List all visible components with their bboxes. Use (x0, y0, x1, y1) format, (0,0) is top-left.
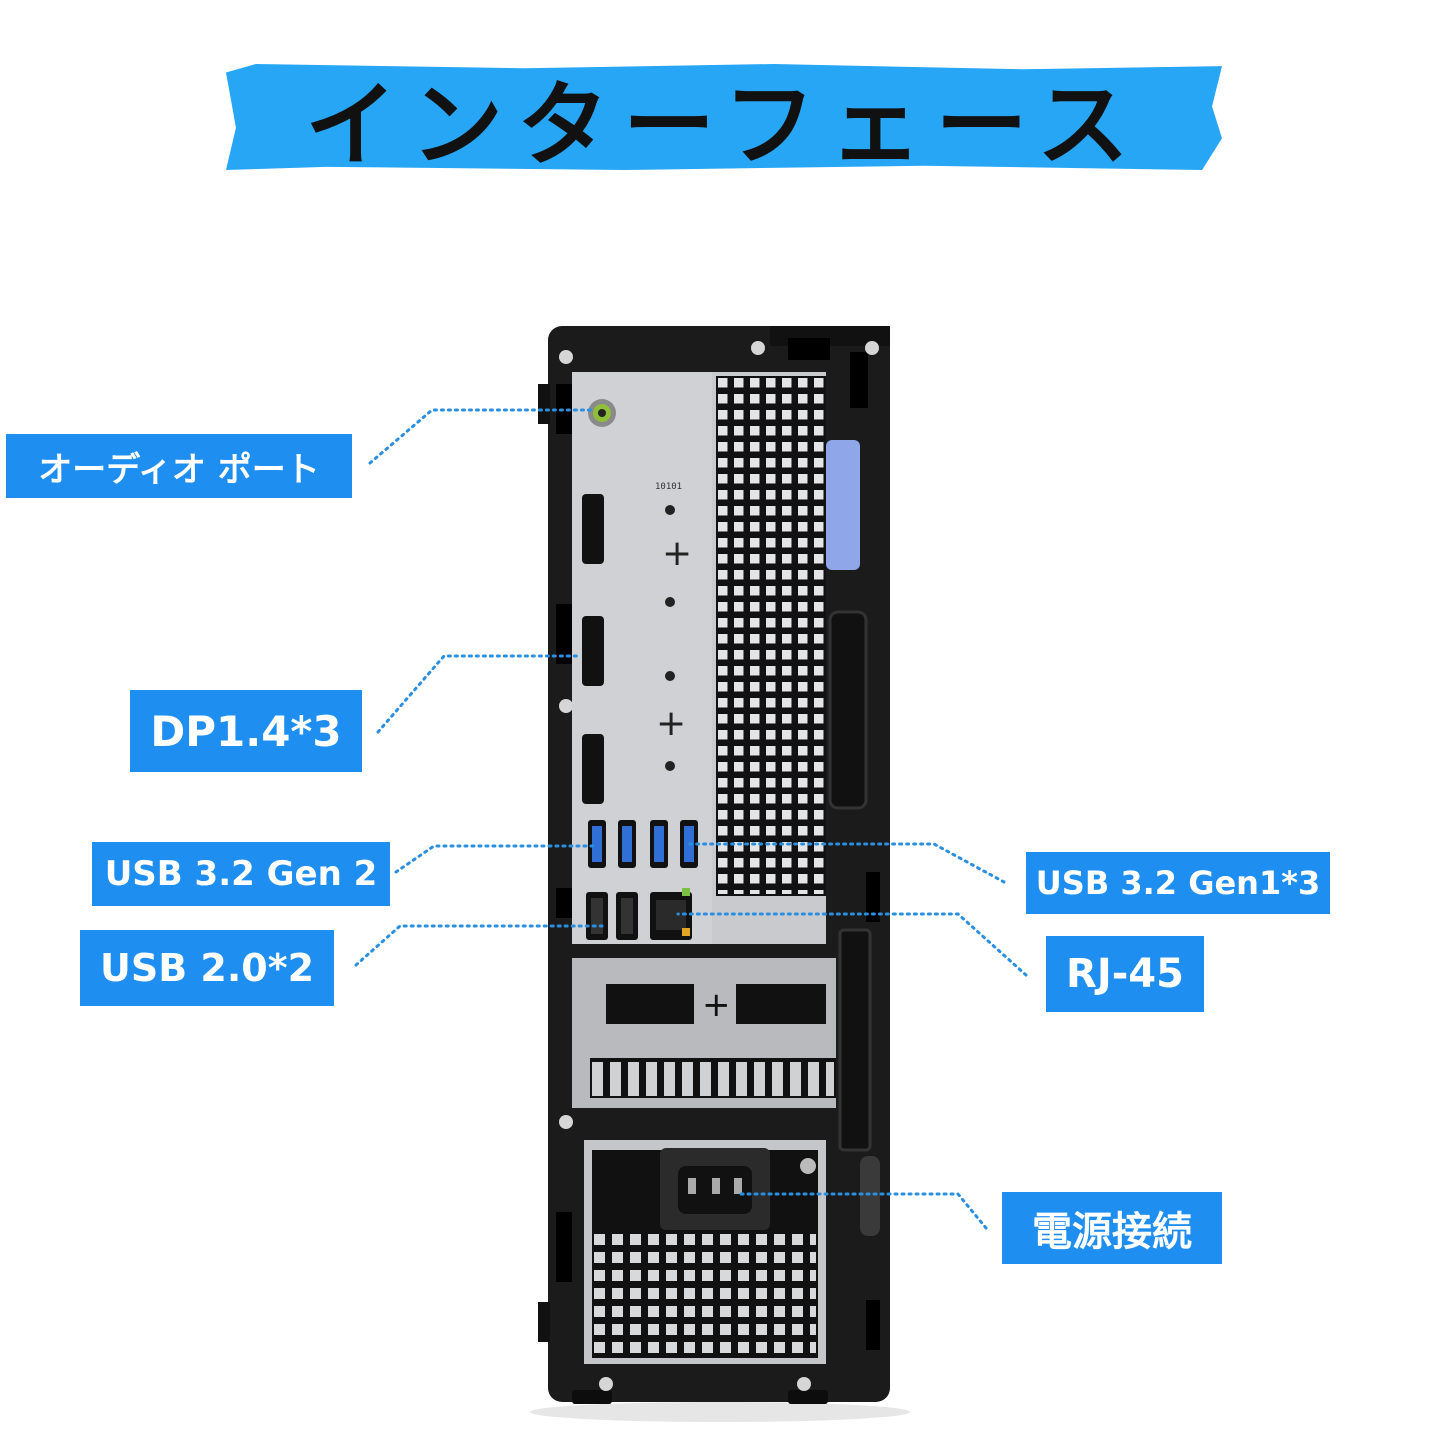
expansion-grill (592, 1062, 834, 1096)
callout-usb20: USB 2.0*2 (80, 930, 334, 1006)
callout-displayport: DP1.4*3 (130, 690, 362, 772)
leader-usb20 (354, 924, 604, 967)
callout-rj45: RJ-45 (1046, 936, 1204, 1012)
callout-audio-port: オーディオ ポート (6, 434, 352, 498)
leader-usb32gen2 (394, 844, 598, 874)
svg-text:+: + (702, 985, 731, 1025)
svg-text:+: + (656, 703, 686, 744)
leader-dp (376, 654, 582, 734)
psu-grill (594, 1234, 816, 1356)
latch (826, 440, 860, 570)
callout-power-connection: 電源接続 (1002, 1192, 1222, 1264)
leader-audio (368, 408, 594, 465)
title-banner-background (226, 64, 1222, 170)
serial-port-marking: 10101 (655, 482, 682, 492)
vent-grid-cells (718, 378, 826, 894)
callout-usb32-gen2: USB 3.2 Gen 2 (92, 842, 390, 906)
leader-rj45 (676, 912, 1028, 977)
callout-usb32-gen1: USB 3.2 Gen1*3 (1026, 852, 1330, 914)
svg-text:+: + (662, 533, 692, 574)
leader-usb32gen1 (688, 842, 1006, 884)
page-title: インターフェース (305, 71, 1143, 179)
leader-power (736, 1192, 988, 1230)
